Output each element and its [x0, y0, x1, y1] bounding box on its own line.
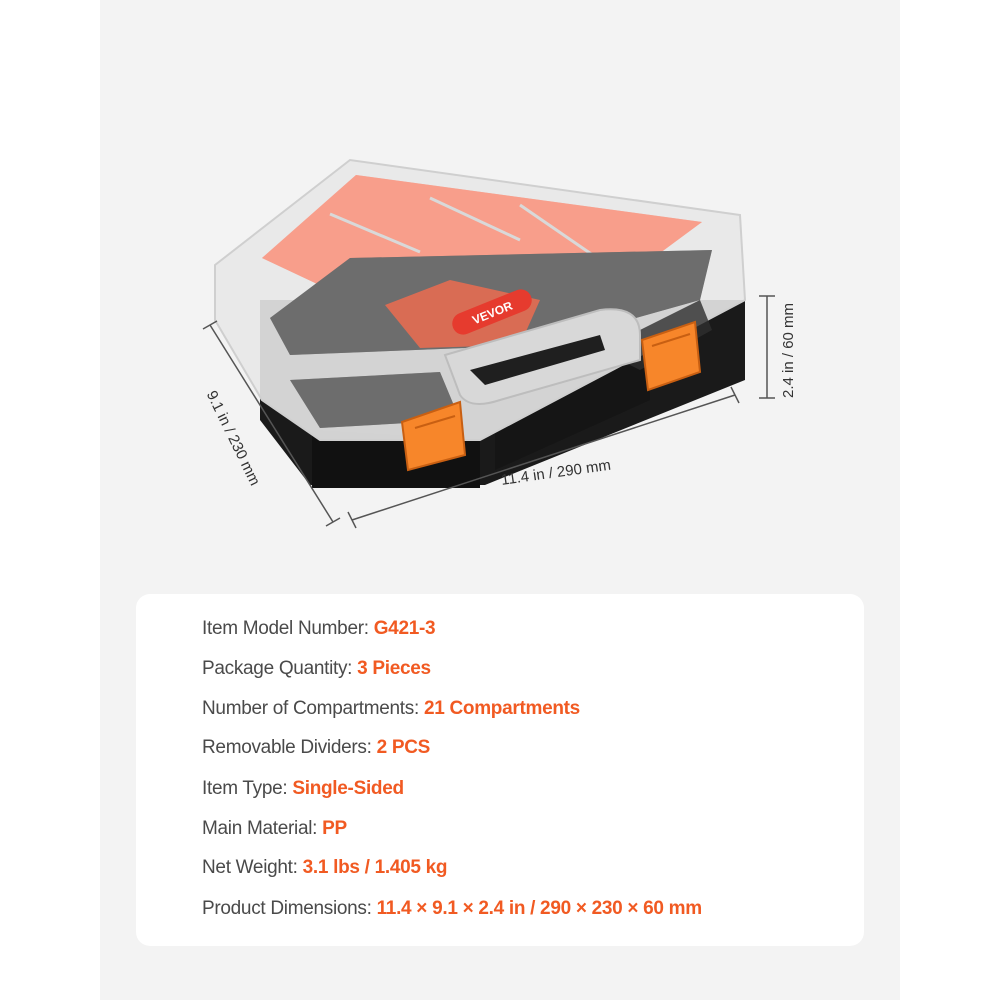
spec-label: Item Model Number: — [202, 618, 369, 639]
latch-left — [400, 400, 467, 472]
spec-package-quantity: Package Quantity: 3 Pieces — [202, 658, 431, 680]
spec-compartments: Number of Compartments: 21 Compartments — [202, 698, 580, 720]
spec-value: PP — [322, 818, 347, 839]
dimension-line-height — [759, 295, 775, 399]
spec-value: 3 Pieces — [357, 658, 431, 679]
spec-value: G421-3 — [373, 618, 436, 639]
spec-label: Net Weight: — [202, 857, 298, 878]
spec-net-weight: Net Weight: 3.1 lbs / 1.405 kg — [202, 857, 447, 879]
spec-label: Product Dimensions: — [202, 898, 372, 919]
spec-label: Number of Compartments: — [202, 698, 419, 719]
spec-label: Removable Dividers: — [202, 737, 372, 758]
spec-value: 11.4 × 9.1 × 2.4 in / 290 × 230 × 60 mm — [376, 898, 703, 919]
spec-value: 21 Compartments — [423, 698, 580, 719]
spec-material: Main Material: PP — [202, 818, 347, 840]
dimension-line-width — [347, 386, 740, 529]
spec-model-number: Item Model Number: G421-3 — [202, 618, 436, 640]
spec-value: 3.1 lbs / 1.405 kg — [302, 857, 448, 878]
specifications-card: Item Model Number: G421-3 Package Quanti… — [136, 594, 864, 946]
spec-dimensions: Product Dimensions: 11.4 × 9.1 × 2.4 in … — [202, 898, 702, 920]
dimension-label-height: 2.4 in / 60 mm — [780, 302, 797, 398]
spec-label: Item Type: — [202, 778, 288, 799]
spec-label: Package Quantity: — [202, 658, 353, 679]
spec-label: Main Material: — [202, 818, 318, 839]
spec-value: Single-Sided — [292, 778, 404, 799]
spec-value: 2 PCS — [376, 737, 431, 758]
latch-right — [640, 320, 702, 392]
spec-item-type: Item Type: Single-Sided — [202, 778, 404, 800]
spec-dividers: Removable Dividers: 2 PCS — [202, 737, 430, 759]
organizer-box-image: VEVOR — [202, 158, 775, 529]
dimension-line-depth — [202, 320, 341, 527]
bin-row-front — [290, 372, 460, 428]
